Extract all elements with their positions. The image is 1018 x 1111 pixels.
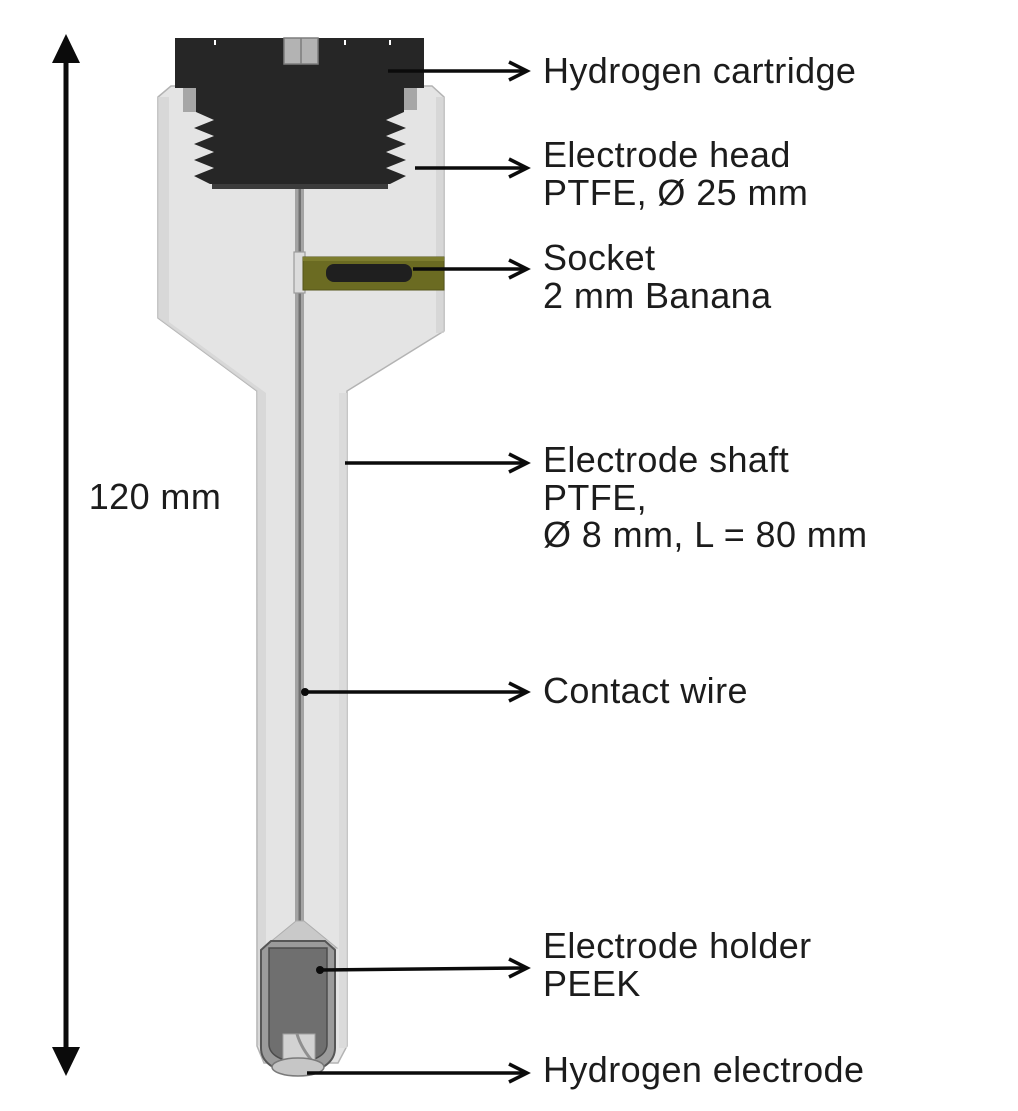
leader-arrows [301, 60, 531, 1084]
electrode-holder [260, 940, 336, 1077]
leader-electrode-head [415, 157, 531, 179]
leader-socket [413, 258, 531, 280]
annotation-line: PTFE, [543, 476, 648, 518]
annotation-electrode-holder: Electrode holder PEEK [543, 927, 812, 1002]
annotation-line: Ø 8 mm, L = 80 mm [543, 514, 868, 555]
leader-hydrogen-electrode [307, 1062, 531, 1084]
leader-electrode-holder [316, 957, 531, 979]
leader-electrode-shaft [345, 452, 531, 474]
dimension-label-120mm: 120 mm [88, 476, 222, 517]
annotation-hydrogen-cartridge: Hydrogen cartridge [543, 52, 856, 90]
annotation-electrode-shaft: Electrode shaft PTFE, Ø 8 mm, L = 80 mm [543, 441, 868, 554]
body-left-shading [158, 97, 266, 1052]
annotation-line: PEEK [543, 962, 641, 1004]
hydrogen-cartridge [175, 37, 424, 189]
annotation-line: Electrode shaft [543, 439, 790, 480]
dimension-arrow-120mm [52, 34, 80, 1076]
socket-bore [326, 264, 412, 282]
annotation-electrode-head: Electrode head PTFE, Ø 25 mm [543, 136, 808, 211]
cartridge-right-tab [402, 88, 417, 110]
annotation-hydrogen-electrode: Hydrogen electrode [543, 1051, 864, 1089]
shaft-right-shading [339, 393, 347, 1048]
leader-hydrogen-cartridge [388, 60, 531, 82]
banana-socket [293, 251, 445, 294]
body-right-shading [436, 97, 444, 333]
cartridge-thread [194, 88, 406, 184]
annotation-socket: Socket 2 mm Banana [543, 239, 772, 314]
leader-contact-wire [301, 681, 531, 703]
annotation-line: Contact wire [543, 670, 748, 711]
annotation-line: Electrode head [543, 134, 791, 175]
cartridge-left-tab [183, 88, 198, 112]
annotation-line: Hydrogen electrode [543, 1049, 865, 1090]
annotation-line: 2 mm Banana [543, 274, 772, 316]
annotation-contact-wire: Contact wire [543, 672, 748, 710]
annotation-line: Socket [543, 237, 656, 278]
annotation-line: PTFE, Ø 25 mm [543, 171, 809, 213]
annotation-line: Electrode holder [543, 925, 812, 966]
contact-wire [295, 184, 304, 946]
annotation-line: Hydrogen cartridge [543, 50, 857, 91]
